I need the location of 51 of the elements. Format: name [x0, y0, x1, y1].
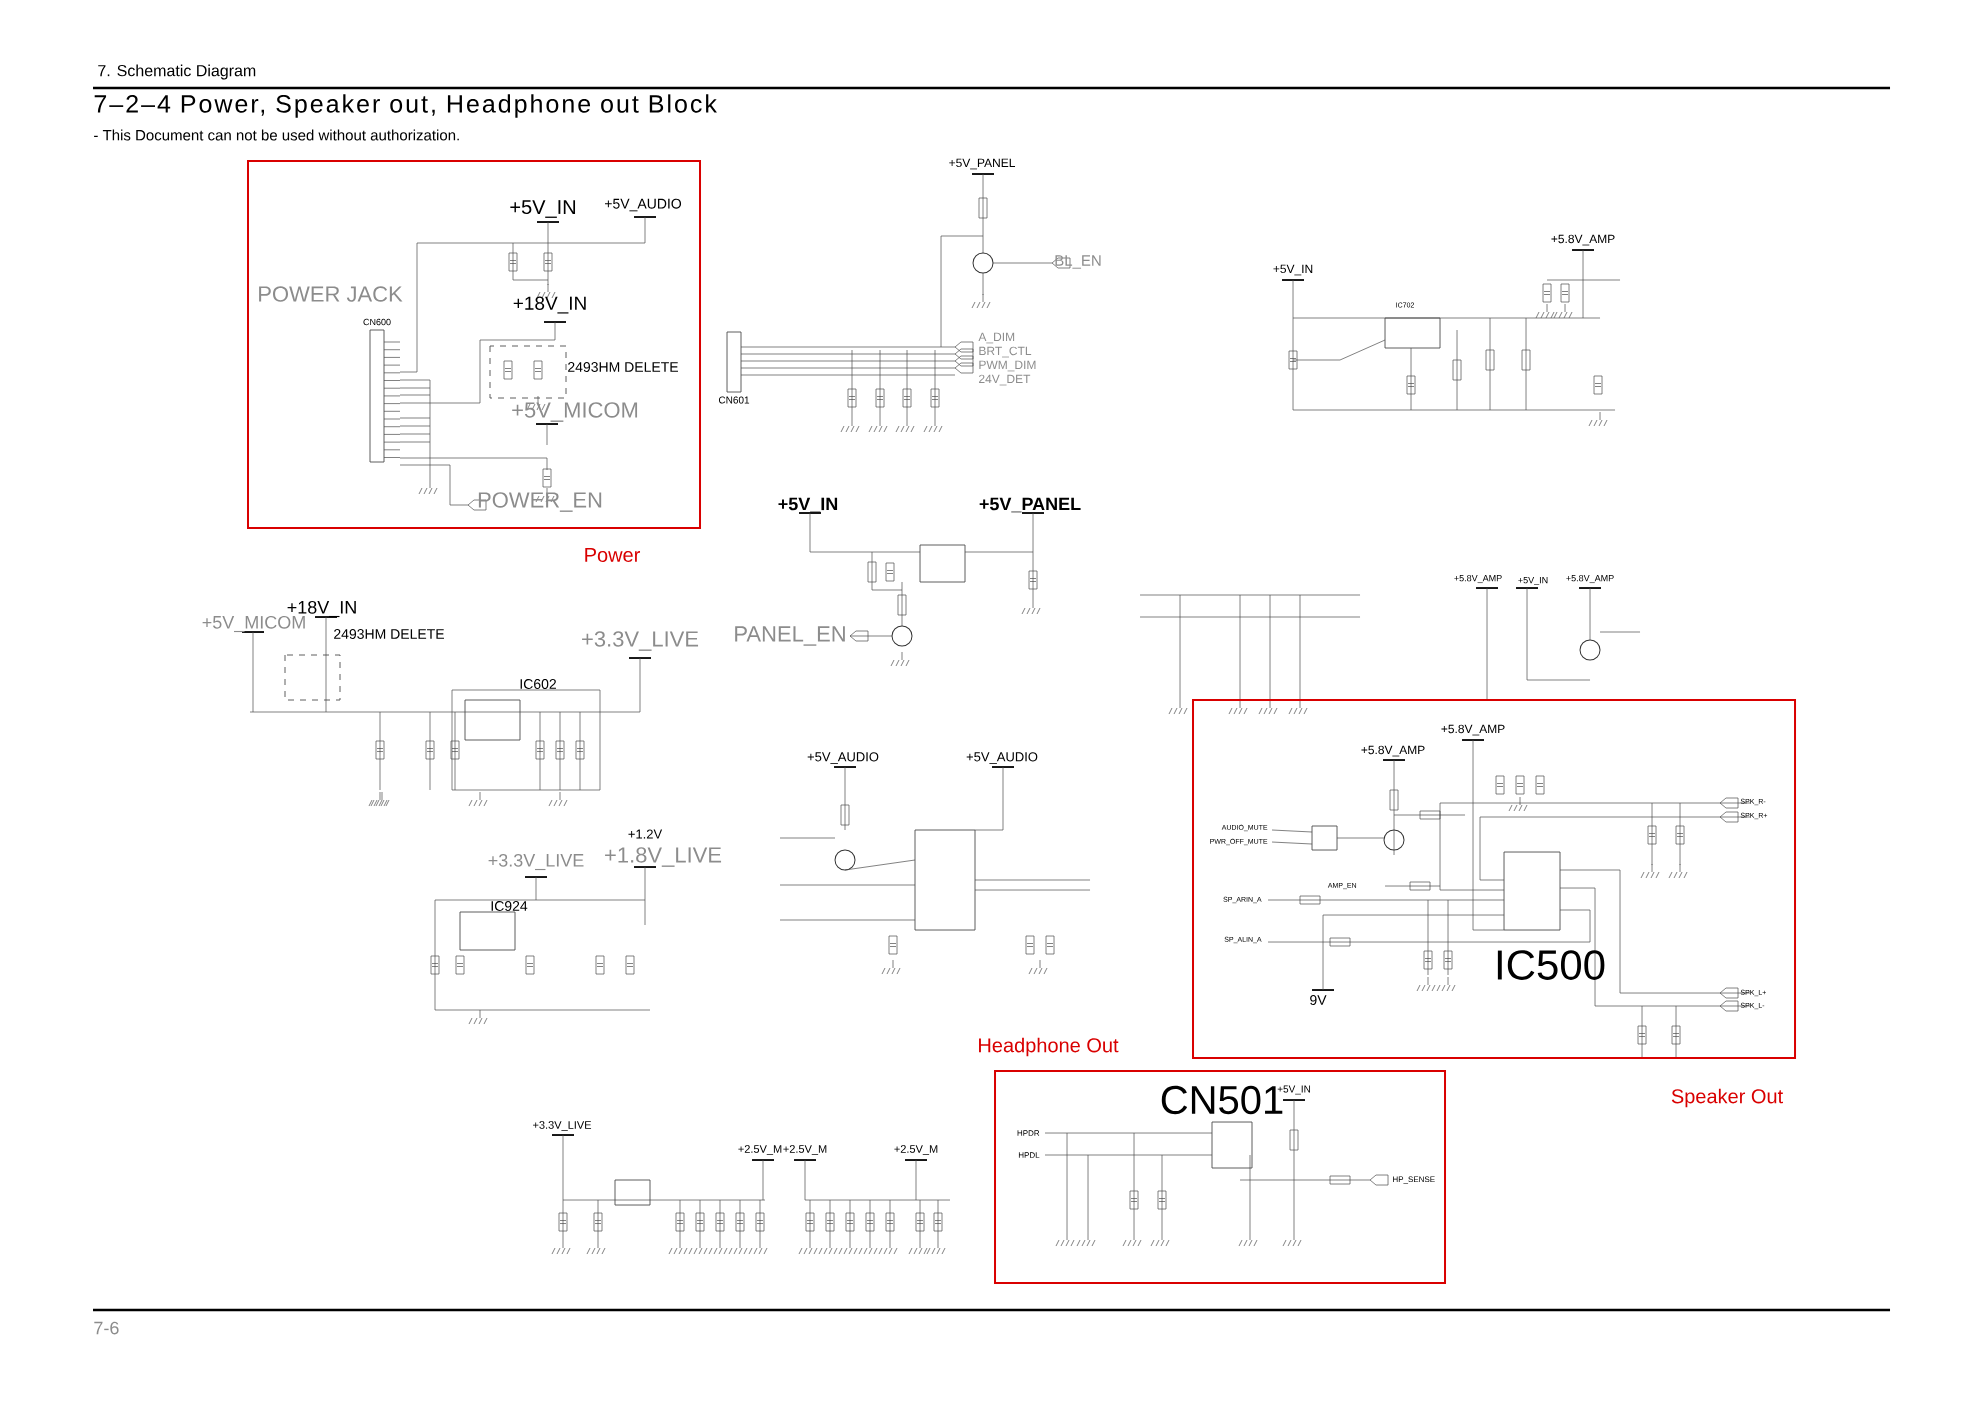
net-label: +5.8V_AMP [1566, 575, 1614, 584]
net-label: +2.5V_M [783, 1145, 827, 1155]
net-label: A_DIM [978, 332, 1015, 344]
net-label: CN601 [718, 396, 750, 404]
net-label: HPDL [1018, 1152, 1040, 1158]
net-label: +5V_MICOM [512, 402, 638, 422]
net-label: +5V_PANEL [949, 158, 1015, 170]
net-label: +5V_PANEL [979, 497, 1081, 513]
page-number: 7-6 [94, 1321, 119, 1335]
net-label: 2493HM DELETE [334, 629, 444, 639]
net-label: IC500 [1497, 950, 1605, 980]
net-label: +18V_IN [287, 600, 356, 618]
net-label: +5.8V_AMP [1454, 575, 1502, 584]
net-label: +5V_AUDIO [605, 198, 682, 212]
net-label: HP_SENSE [1393, 1176, 1435, 1184]
net-label: BRT_CTL [979, 346, 1032, 358]
net-label: +5V_IN [1273, 264, 1313, 276]
node-label: Speaker Out [1671, 1088, 1783, 1108]
net-label: CN600 [363, 318, 391, 326]
net-label: IC602 [520, 679, 556, 689]
net-label: POWER JACK [259, 286, 403, 302]
net-label: 2493HM DELETE [568, 362, 678, 372]
net-label: +5.8V_AMP [1441, 724, 1505, 736]
heading-text: - This Document can not be used without authorization. [94, 129, 459, 141]
net-label: +5V_IN [1518, 577, 1548, 585]
net-label: 9V [1310, 995, 1327, 1005]
net-label: 24V_DET [979, 374, 1031, 386]
net-label: +5.8V_AMP [1361, 745, 1425, 757]
net-label: +5V_AUDIO [807, 752, 879, 764]
net-label: IC924 [491, 901, 528, 911]
net-label: +3.3V_LIVE [488, 853, 584, 871]
net-label: +5.8V_AMP [1551, 234, 1615, 246]
node-label: Headphone Out [979, 1037, 1119, 1057]
net-label: +2.5V_M [894, 1145, 938, 1155]
net-label: +1.2V [628, 829, 663, 839]
net-label: +2.5V_M [738, 1145, 782, 1155]
node-label: Power [585, 548, 641, 562]
net-label: +3.3V_LIVE [533, 1121, 592, 1131]
net-label: POWER_EN [478, 492, 602, 512]
net-label: +5V_IN [778, 497, 838, 513]
net-label: +1.8V_LIVE [605, 847, 722, 867]
net-label: +5V_AUDIO [966, 752, 1038, 764]
net-label: PANEL_EN [735, 626, 845, 646]
net-label: HPDR [1017, 1130, 1040, 1136]
net-label: +18V_IN [513, 296, 586, 314]
net-label: PWM_DIM [979, 360, 1036, 372]
heading-text: 7. Schematic Diagram [98, 64, 256, 80]
net-label: +3.3V_LIVE [582, 631, 699, 651]
page-title: 7–2–4 Power, Speaker out, Headphone out Block [94, 94, 717, 118]
net-label: +5V_IN [510, 200, 576, 218]
net-label: +5V_MICOM [202, 615, 305, 633]
